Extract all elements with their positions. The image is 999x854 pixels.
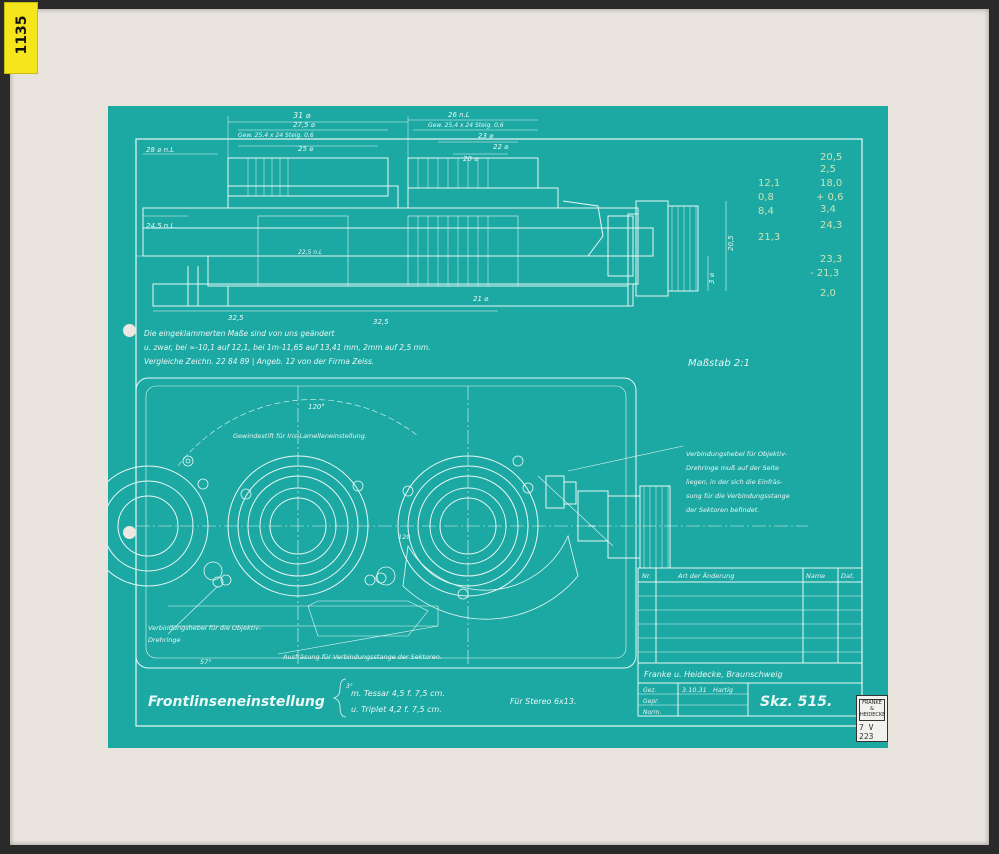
hebel-label-0: Verbindungshebel für die Objektiv- <box>148 624 262 632</box>
gew-right: Gew. 25,4 x 24 Steig. 0,6 <box>428 122 504 129</box>
dim-120: 120 <box>398 533 410 541</box>
drawn-by: Hartig <box>713 686 733 694</box>
drawing-title: Frontlinseneinstellung <box>148 694 325 710</box>
pencil-calc-0: 20,5 <box>820 152 842 163</box>
pencil-calc-11: 8,4 <box>758 206 774 217</box>
dim-245nl: 24,5 n.L <box>146 222 174 230</box>
dim-225nl: 22,5 n.L <box>298 249 322 256</box>
pencil-calc-6: 23,3 <box>820 254 842 265</box>
table-header-nr: Nr. <box>642 572 651 580</box>
lens-2: u. Triplet 4,2 f. 7,5 cm. <box>351 705 442 714</box>
stamp-logo: FRANKE & HEIDECKE <box>859 699 885 721</box>
angle-3: 3° <box>346 683 353 690</box>
scale-label: Maßstab 2:1 <box>688 358 750 369</box>
inventory-sticker: 1135 <box>4 2 38 74</box>
company-name: Franke u. Heidecke, Braunschweig <box>644 670 783 679</box>
note-line-2: u. zwar, bei ∞-10,1 auf 12,1, bei 1m-11,… <box>144 343 431 352</box>
gewindestift-label: Gewindestift für Iris-Lamelleneinstellun… <box>233 432 367 440</box>
pencil-calc-2: 18,0 <box>820 178 842 189</box>
blueprint-drawing: 31 ⌀ 27,5 ⌀ Gew. 25,4 x 24 Steig. 0,6 25… <box>108 111 863 727</box>
punch-hole-top <box>123 324 136 337</box>
drawing-date: 3.10.31 <box>682 686 707 694</box>
table-header-art: Art der Änderung <box>677 571 734 580</box>
gew-left: Gew. 25,4 x 24 Steig. 0,6 <box>238 132 314 139</box>
dim-28nl: 28 ⌀ n.L <box>146 146 174 154</box>
sticker-number: 1135 <box>14 15 30 55</box>
dim-275: 27,5 ⌀ <box>293 121 316 129</box>
hebel-note-1: Drehringe muß auf der Seite <box>686 464 779 472</box>
hebel-note-4: der Sektoren befindet. <box>686 506 759 514</box>
pencil-calc-12: 21,3 <box>758 232 780 243</box>
pencil-calc-3: + 0,6 <box>816 192 843 203</box>
pencil-calc-10: 0,8 <box>758 192 774 203</box>
dim-3: 3 ⌀ <box>708 272 716 284</box>
blueprint-sheet: 31 ⌀ 27,5 ⌀ Gew. 25,4 x 24 Steig. 0,6 25… <box>108 106 888 748</box>
punch-hole-bottom <box>123 526 136 539</box>
note-line-3: Vergleiche Zeichn. 22 84 89 | Angeb. 12 … <box>144 357 374 366</box>
archive-stamp: FRANKE & HEIDECKE 7 V 223 <box>856 695 888 742</box>
dim-22: 22 ⌀ <box>493 143 509 151</box>
hebel-label-1: Drehringe <box>148 636 181 644</box>
pencil-calc-8: 2,0 <box>820 288 836 299</box>
pencil-calc-9: 12,1 <box>758 178 780 189</box>
dim-25: 25 ⌀ <box>298 145 314 153</box>
fuer-stereo: Für Stereo 6x13. <box>510 697 577 706</box>
gez-label: Gez. <box>643 687 656 694</box>
norm-label: Norm. <box>643 709 661 716</box>
hebel-note-3: sung für die Verbindungsstange <box>686 492 790 500</box>
dim-31: 31 ⌀ <box>293 111 311 120</box>
dim-23: 23 ⌀ <box>478 132 494 140</box>
dim-20: 20 ⌀ <box>463 155 479 163</box>
angle-120: 120° <box>308 403 325 411</box>
hebel-note-2: liegen, in der sich die Einfräs- <box>686 478 783 486</box>
pencil-calc-1: 2,5 <box>820 164 836 175</box>
stamp-code: 7 V 223 <box>859 723 874 741</box>
hebel-note-0: Verbindungshebel für Objektiv- <box>686 450 788 458</box>
dim-205: 20,5 <box>727 235 735 251</box>
dim-26nl: 26 n.L <box>448 111 470 119</box>
gepr-label: Gepr. <box>643 698 659 705</box>
ausfraesung-label: Ausfräsung für Verbindungsstange der Sek… <box>282 653 442 661</box>
dim-21: 21 ⌀ <box>473 295 489 303</box>
dim-325b: 32,5 <box>373 318 389 326</box>
note-line-1: Die eingeklammerten Maße sind von uns ge… <box>144 329 336 338</box>
pencil-calc-5: 24,3 <box>820 220 842 231</box>
pencil-calc-4: 3,4 <box>820 204 836 215</box>
skz-number: Skz. 515. <box>760 694 832 710</box>
table-header-dat: Dat. <box>841 572 855 580</box>
angle-57: 57° <box>200 658 212 666</box>
dim-325a: 32,5 <box>228 314 244 322</box>
table-header-name: Name <box>806 572 825 580</box>
pencil-calc-7: - 21,3 <box>810 268 839 279</box>
lens-1: m. Tessar 4,5 f. 7,5 cm. <box>351 689 445 698</box>
